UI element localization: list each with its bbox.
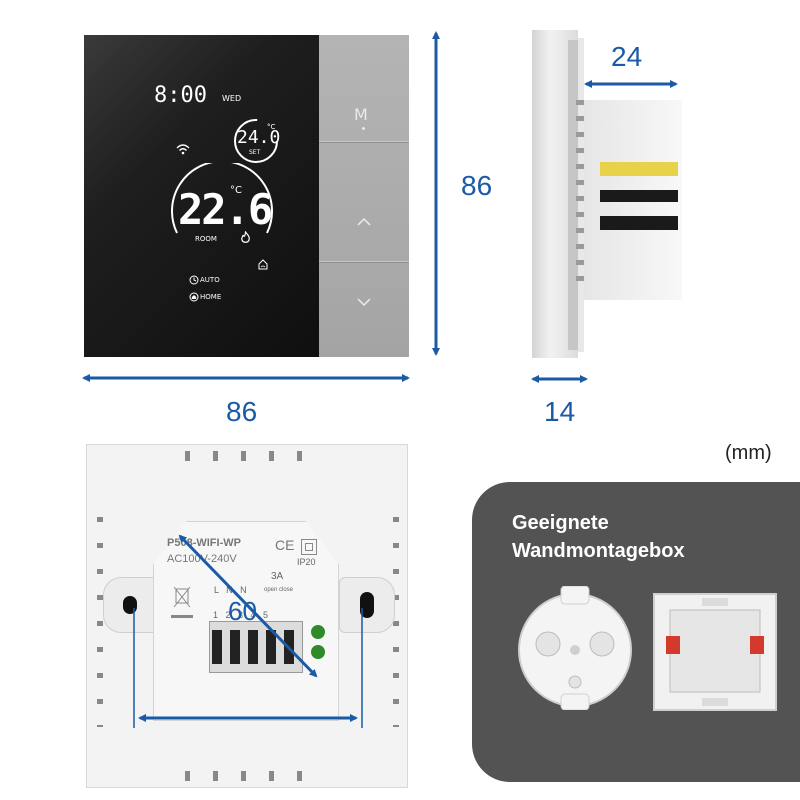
back-spacing-label: 60 [228, 596, 257, 626]
wall-box-title-line1: Geeignete [512, 512, 609, 534]
screw-hole-left [103, 577, 159, 633]
up-button[interactable] [319, 143, 409, 261]
thermostat-front: 8:00 WED 24.0 °C SET 22.6 °C ROOM AUTO H… [84, 35, 409, 357]
set-temp-value: 24.0 [237, 127, 281, 148]
front-width-label: 86 [226, 396, 258, 427]
set-temp-unit: °C [267, 123, 276, 131]
m-button[interactable]: M [319, 35, 409, 141]
m-button-label: M [354, 105, 368, 124]
mode-auto-label: AUTO [200, 276, 220, 284]
set-label: SET [249, 149, 261, 156]
screw-hole-right [339, 577, 395, 633]
set-temp-ring [234, 119, 278, 163]
wall-box-title-line2: Wandmontagebox [512, 540, 685, 562]
flame-icon [241, 231, 250, 243]
round-wall-box-image [518, 586, 632, 710]
dimension-arrows-back [133, 534, 363, 728]
room-temp-unit: °C [230, 185, 242, 196]
mode-home-label: HOME [200, 293, 222, 301]
thermostat-side [532, 30, 682, 360]
down-button[interactable] [319, 263, 409, 357]
side-depth-label: 24 [611, 41, 643, 72]
display-panel [84, 35, 319, 357]
time-display: 8:00 [154, 83, 207, 108]
wifi-icon [176, 144, 190, 155]
chevron-down-icon [357, 298, 371, 307]
front-height-label: 86 [461, 170, 493, 201]
floor-heating-icon [258, 259, 268, 270]
side-plate-label: 14 [544, 396, 576, 427]
key-panel [319, 35, 409, 357]
room-temp-value: 22.6 [178, 185, 273, 234]
clock-icon [189, 275, 199, 285]
day-display: WED [222, 94, 242, 103]
dimension-arrows-front [82, 31, 678, 383]
room-label: ROOM [195, 235, 217, 243]
square-wall-box-image [653, 593, 777, 711]
home-icon [189, 292, 199, 302]
vent-yellow [600, 162, 678, 176]
unit-label: (mm) [725, 442, 772, 464]
room-temp-ring [171, 163, 273, 234]
wall-box-panel: Geeignete Wandmontagebox [472, 482, 800, 782]
chevron-up-icon [357, 217, 371, 226]
